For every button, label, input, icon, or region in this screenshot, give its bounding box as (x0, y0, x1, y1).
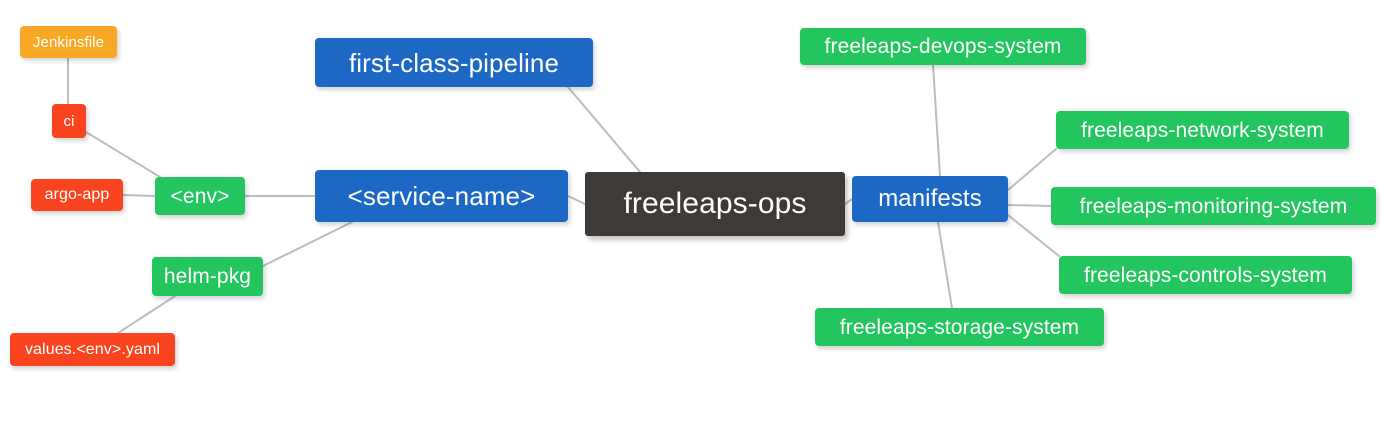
node-freeleaps-controls-system[interactable]: freeleaps-controls-system (1059, 256, 1352, 294)
node-ci[interactable]: ci (52, 104, 86, 138)
edge-env-to-ci (85, 131, 161, 178)
node-label-freeleaps-monitoring-system: freeleaps-monitoring-system (1079, 194, 1348, 218)
node-jenkinsfile[interactable]: Jenkinsfile (20, 26, 117, 58)
node-label-jenkinsfile: Jenkinsfile (32, 33, 105, 51)
node-freeleaps-monitoring-system[interactable]: freeleaps-monitoring-system (1051, 187, 1376, 225)
node-label-env: <env> (170, 184, 230, 208)
node-label-argo-app: argo-app (44, 186, 110, 203)
edge-service-name-to-helm-pkg (262, 221, 353, 267)
node-label-service-name: <service-name> (347, 181, 536, 211)
node-freeleaps-network-system[interactable]: freeleaps-network-system (1056, 111, 1349, 149)
edge-freeleaps-ops-to-service-name (567, 195, 586, 205)
node-label-freeleaps-storage-system: freeleaps-storage-system (839, 315, 1080, 339)
edge-env-to-argo-app (122, 194, 156, 197)
edge-manifests-to-freeleaps-monitoring-system (1007, 204, 1052, 207)
node-env[interactable]: <env> (155, 177, 245, 215)
node-label-helm-pkg: helm-pkg (163, 265, 252, 288)
edge-freeleaps-ops-to-manifests (844, 198, 853, 205)
node-values-env-yaml[interactable]: values.<env>.yaml (10, 333, 175, 366)
node-manifests[interactable]: manifests (852, 176, 1008, 222)
node-label-freeleaps-devops-system: freeleaps-devops-system (824, 35, 1062, 58)
edge-manifests-to-freeleaps-network-system (1007, 148, 1057, 191)
node-freeleaps-ops[interactable]: freeleaps-ops (585, 172, 845, 236)
node-label-values-env-yaml: values.<env>.yaml (24, 340, 161, 358)
edge-manifests-to-freeleaps-devops-system (932, 64, 941, 177)
node-label-freeleaps-controls-system: freeleaps-controls-system (1084, 263, 1327, 287)
edge-helm-pkg-to-values-env-yaml (117, 295, 176, 334)
edge-freeleaps-ops-to-first-class-pipeline (567, 86, 641, 173)
node-helm-pkg[interactable]: helm-pkg (152, 257, 263, 296)
node-label-manifests: manifests (878, 185, 982, 212)
node-freeleaps-devops-system[interactable]: freeleaps-devops-system (800, 28, 1086, 65)
node-argo-app[interactable]: argo-app (31, 179, 123, 211)
edge-manifests-to-freeleaps-storage-system (937, 221, 953, 309)
node-first-class-pipeline[interactable]: first-class-pipeline (315, 38, 593, 87)
node-label-freeleaps-network-system: freeleaps-network-system (1081, 118, 1324, 142)
node-label-ci: ci (63, 112, 75, 130)
node-label-first-class-pipeline: first-class-pipeline (348, 47, 560, 78)
node-label-freeleaps-ops: freeleaps-ops (623, 187, 807, 220)
node-service-name[interactable]: <service-name> (315, 170, 568, 222)
node-freeleaps-storage-system[interactable]: freeleaps-storage-system (815, 308, 1104, 346)
